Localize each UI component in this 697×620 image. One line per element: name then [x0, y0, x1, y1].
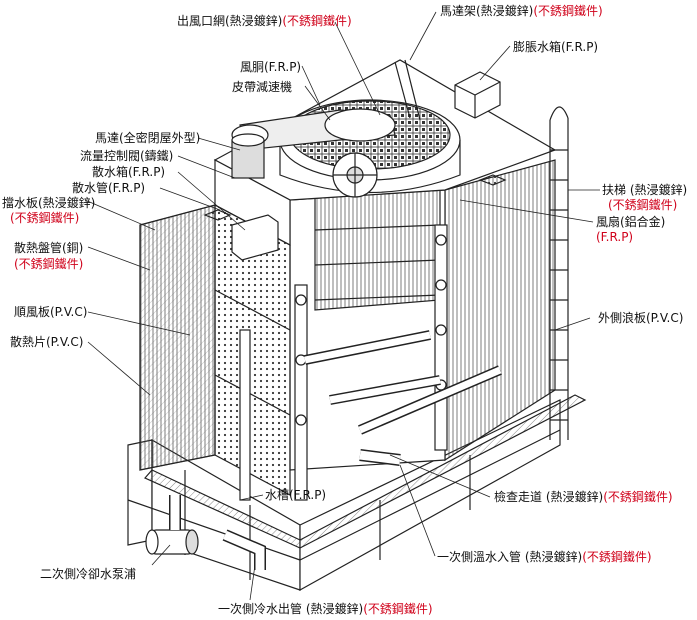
label-pump: 二次側冷卻水泵浦: [40, 567, 137, 581]
label-flow-valve: 流量控制閥(鑄鐵): [80, 149, 174, 163]
pump-shape: [145, 495, 199, 555]
riser-pipes: [239, 284, 308, 501]
label-coil: 散熱盤管(銅): [14, 241, 84, 255]
label-primary-outlet: 一次側冷水出管 (熱浸鍍鋅)(不銹鋼鐵件): [218, 602, 433, 616]
primary-outlet-pipe-shape: [222, 529, 266, 570]
coil-bank: [314, 189, 441, 311]
ladder-shape: [549, 106, 569, 440]
label-walkway: 檢查走道 (熱浸鍍鋅)(不銹鋼鐵件): [494, 490, 673, 504]
inspection-walkway-shape: [144, 394, 587, 549]
distribution-box-shape: [231, 214, 279, 261]
label-outlet-grille: 出風口網(熱浸鍍鋅)(不銹鋼鐵件): [177, 14, 352, 28]
motor-shape: [231, 133, 265, 179]
label-basin: 水槽(F.R.P): [265, 488, 327, 502]
expansion-tank-shape: [454, 71, 501, 119]
label-fill: 散熱片(P.V.C): [10, 335, 84, 349]
label-expansion-tank: 膨脹水箱(F.R.P): [513, 40, 599, 54]
label-eliminator-alt: (不銹鋼鐵件): [10, 211, 80, 225]
label-distribution-box: 散水箱(F.R.P): [92, 165, 166, 179]
label-motor: 馬達(全密閉屋外型): [95, 131, 201, 145]
label-coil-alt: (不銹鋼鐵件): [14, 257, 84, 271]
label-casing: 外側浪板(P.V.C): [598, 311, 684, 325]
primary-inlet-pipe-shape: [359, 449, 401, 466]
label-fan: 風扇(鋁合金): [596, 215, 666, 229]
label-fan-stack: 風胴(F.R.P): [240, 60, 302, 74]
label-ladder-alt: (不銹鋼鐵件): [608, 198, 678, 212]
label-louver: 順風板(P.V.C): [14, 305, 88, 319]
label-motor-frame: 馬達架(熱浸鍍鋅)(不銹鋼鐵件): [440, 4, 603, 18]
label-primary-inlet: 一次側溫水入管 (熱浸鍍鋅)(不銹鋼鐵件): [437, 550, 652, 564]
label-eliminator: 擋水板(熱浸鍍鋅): [2, 196, 96, 210]
leader-lines: [84, 11, 600, 601]
header-pipes: [304, 224, 502, 451]
label-fan-alt: (F.R.P): [596, 230, 634, 244]
label-ladder: 扶梯 (熱浸鍍鋅): [602, 183, 688, 197]
label-spray-pipe: 散水管(F.R.P): [72, 181, 146, 195]
label-belt-reducer: 皮帶減速機: [232, 80, 293, 94]
